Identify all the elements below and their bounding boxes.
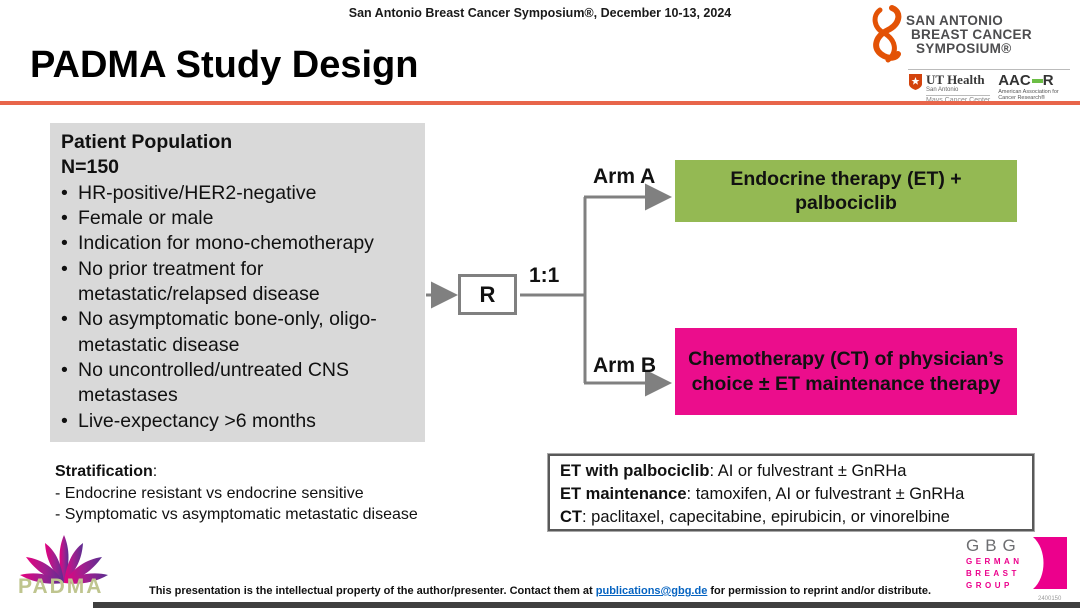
randomization-box: R — [458, 274, 517, 315]
gbg-logo: GBG GERMAN BREAST GROUP — [966, 537, 1067, 590]
padma-lotus-icon — [20, 535, 108, 584]
ut-health-center: Mays Cancer Center — [926, 95, 991, 104]
arm-b-box: Chemotherapy (CT) of physician’s choice … — [675, 328, 1017, 415]
arm-a-box: Endocrine therapy (ET) + palbociclib — [675, 160, 1017, 222]
sabcs-line2: BREAST CANCER — [911, 27, 1032, 42]
sabcs-ribbon-icon — [872, 5, 902, 63]
gbg-sub-breast: BREAST — [966, 569, 1020, 578]
ut-health-name: UT Health — [926, 72, 985, 87]
gbg-breast-icon — [1032, 537, 1067, 589]
aacr-logo: AAC R American Association for Cancer Res… — [998, 73, 1068, 101]
symposium-banner: San Antonio Breast Cancer Symposium®, De… — [348, 6, 732, 20]
treatment-definitions-box: ET with palbociclib: AI or fulvestrant ±… — [547, 453, 1035, 532]
population-title: Patient Population — [61, 131, 233, 153]
patient-population-box: Patient Population N=150 •HR-positive/HE… — [50, 123, 425, 442]
treatment-line: CT: paclitaxel, capecitabine, epirubicin… — [560, 507, 950, 526]
footer-disclaimer: This presentation is the intellectual pr… — [148, 585, 932, 597]
sabcs-line1: SAN ANTONIO — [906, 13, 1004, 28]
arm-a-label: Arm A — [593, 165, 656, 188]
treatment-line: ET maintenance: tamoxifen, AI or fulvest… — [560, 484, 965, 503]
treatment-line: ET with palbociclib: AI or fulvestrant ±… — [560, 462, 907, 480]
aacr-subtitle: American Association for Cancer Research… — [998, 89, 1059, 101]
arm-b-label: Arm B — [593, 354, 657, 377]
sabcs-line3: SYMPOSIUM® — [916, 41, 1012, 56]
aacr-green-dash — [1031, 78, 1043, 83]
page-title: PADMA Study Design — [30, 44, 419, 86]
population-bullet: •No prior treatment for metastatic/relap… — [61, 257, 320, 306]
gbg-sub-group: GROUP — [966, 581, 1013, 590]
population-bullet: •Indication for mono-chemotherapy — [61, 232, 374, 255]
population-bullet: •No uncontrolled/untreated CNS metastase… — [61, 359, 349, 407]
gbg-wordmark: GBG — [966, 536, 1022, 555]
aacr-right: R — [1042, 72, 1054, 89]
aacr-left: AAC — [998, 72, 1031, 89]
randomization-ratio: 1:1 — [529, 264, 560, 287]
stratification-item: - Endocrine resistant vs endocrine sensi… — [55, 484, 364, 502]
contact-email-link[interactable]: publications@gbg.de — [595, 585, 708, 597]
population-bullet: •Live-expectancy >6 months — [61, 409, 316, 432]
padma-logo: PADMA — [12, 531, 122, 599]
population-bullet: •HR-positive/HER2-negative — [61, 181, 317, 204]
title-divider — [0, 101, 1080, 105]
bottom-edge-bar — [93, 602, 1080, 608]
padma-wordmark: PADMA — [18, 575, 104, 598]
population-n: N=150 — [61, 156, 120, 179]
population-bullet: •No asymptomatic bone-only, oligo-metast… — [61, 308, 377, 356]
ut-health-logo: UT Health San Antonio Mays Cancer Center — [908, 72, 991, 104]
ut-health-city: San Antonio — [926, 87, 959, 93]
sabcs-logo: SAN ANTONIO BREAST CANCER SYMPOSIUM® UT … — [866, 4, 1070, 104]
gbg-sub-german: GERMAN — [966, 557, 1023, 566]
document-number: 2400150 — [1038, 596, 1062, 602]
stratification-item: - Symptomatic vs asymptomatic metastatic… — [55, 506, 418, 524]
population-bullet: •Female or male — [61, 207, 214, 230]
stratification-title: Stratification — [55, 463, 153, 480]
stratification-block: Stratification: - Endocrine resistant vs… — [55, 461, 505, 526]
ut-shield-icon — [909, 74, 922, 90]
